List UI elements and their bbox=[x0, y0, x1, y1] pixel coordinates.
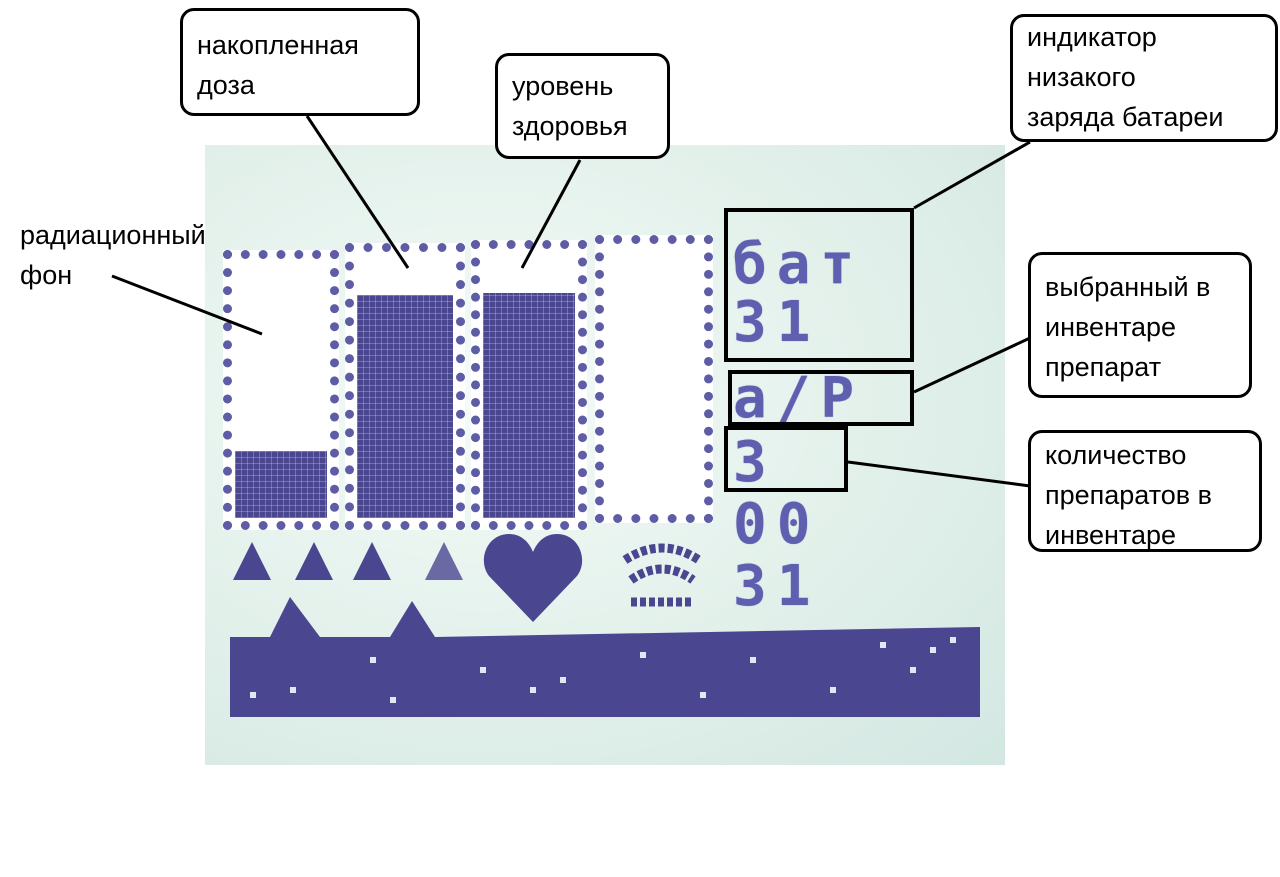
empty-gauge bbox=[595, 235, 713, 523]
item-count-value: 3 bbox=[733, 430, 777, 495]
battery-value: 31 bbox=[733, 290, 821, 355]
radiation-gauge-fill bbox=[235, 450, 327, 518]
dose-gauge bbox=[345, 243, 465, 530]
triangle-icon bbox=[295, 542, 333, 580]
health-level-callout: уровень здоровья bbox=[495, 53, 670, 159]
triangle-icon bbox=[425, 542, 463, 580]
radiation-gauge bbox=[223, 250, 339, 530]
selected-item-code: a/P bbox=[733, 366, 865, 431]
battery-highlight-box bbox=[724, 208, 914, 362]
row-value-2: 31 bbox=[733, 554, 821, 619]
selected-item-callout: выбранный в инвентаре препарат bbox=[1028, 252, 1252, 398]
selected-item-highlight-box bbox=[728, 370, 914, 426]
row-value-1: 00 bbox=[733, 492, 821, 557]
low-battery-indicator-callout: индикатор низакого заряда батареи bbox=[1010, 14, 1278, 142]
item-count-highlight-box bbox=[724, 426, 848, 492]
dose-gauge-fill bbox=[357, 295, 453, 518]
triangle-icon bbox=[353, 542, 391, 580]
health-gauge-fill bbox=[483, 292, 575, 518]
triangle-icon bbox=[233, 542, 271, 580]
radiation-background-label: радиационный фон bbox=[20, 220, 206, 290]
lcd-screen: бат 31 a/P 3 00 31 bbox=[205, 145, 1005, 765]
signal-icon bbox=[622, 543, 702, 607]
item-count-callout: количество препаратов в инвентаре bbox=[1028, 430, 1262, 552]
accumulated-dose-callout: накопленная доза bbox=[180, 8, 420, 116]
battery-label: бат bbox=[733, 232, 865, 297]
health-gauge bbox=[471, 240, 587, 530]
heart-icon bbox=[483, 534, 583, 622]
terrain-strip bbox=[230, 597, 980, 717]
